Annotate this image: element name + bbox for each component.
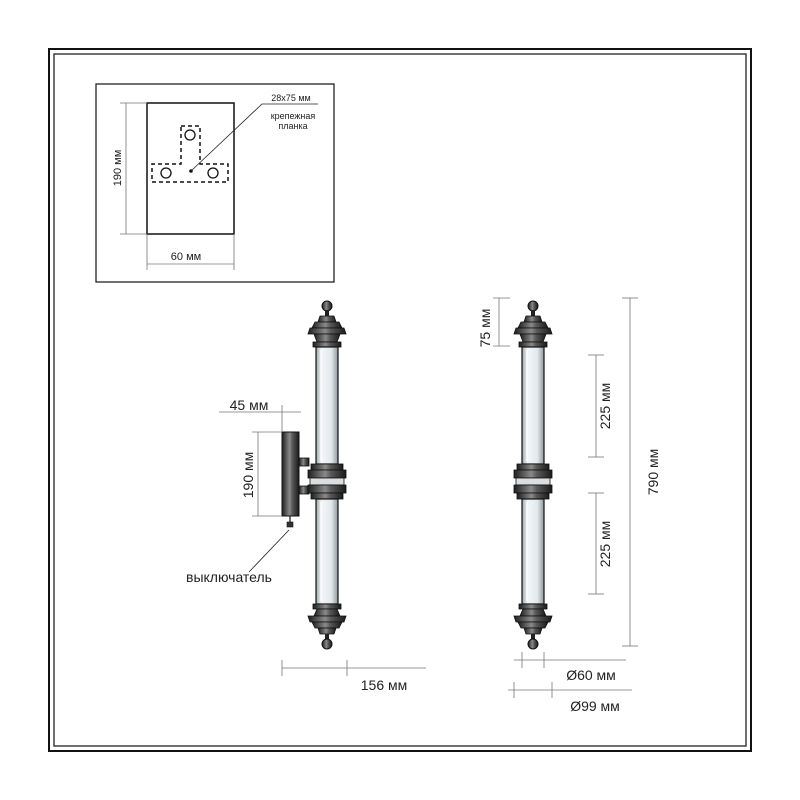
wall-bracket [281,431,300,517]
screw-hole-top [184,129,196,141]
depth-label: 156 мм [361,677,408,693]
plate-label-line2: планка [278,121,307,131]
side-view: 45 мм 190 мм выключатель 156 мм [186,300,426,693]
front-view: 75 мм 225 мм 225 мм 790 мм Ø60 мм Ø99 мм [477,297,661,714]
switch-label: выключатель [186,569,272,585]
max-diameter-label: Ø99 мм [570,698,620,714]
inset-width-label: 60 мм [171,251,201,263]
plate-leader-line [190,103,318,172]
upper-tube-label: 225 мм [597,383,613,430]
inset-height-label: 190 мм [112,150,124,187]
bracket-arm-lower [298,485,310,495]
switch-leader-line [248,529,290,573]
canopy-outline [146,102,235,235]
plate-label-line1: крепежная [271,111,316,121]
screw-hole-right [207,167,219,179]
screw-hole-left [160,167,172,179]
outer-frame [48,48,752,752]
front-view-lamp [513,300,553,650]
finial-height-label: 75 мм [477,309,493,348]
arm-offset-label: 45 мм [230,397,269,413]
pull-switch [286,521,294,528]
inner-frame [53,53,747,747]
mounting-inset: 28x75 мм крепежная планка 190 мм 60 мм [95,83,335,283]
mounting-plate-outline [151,125,229,183]
side-view-lamp [307,300,347,650]
lower-tube-label: 225 мм [597,521,613,568]
plate-size-label: 28x75 мм [271,93,310,103]
total-height-label: 790 мм [645,449,661,496]
bracket-height-label: 190 мм [240,452,256,499]
bracket-arm-upper [298,457,310,467]
tube-diameter-label: Ø60 мм [566,667,616,683]
